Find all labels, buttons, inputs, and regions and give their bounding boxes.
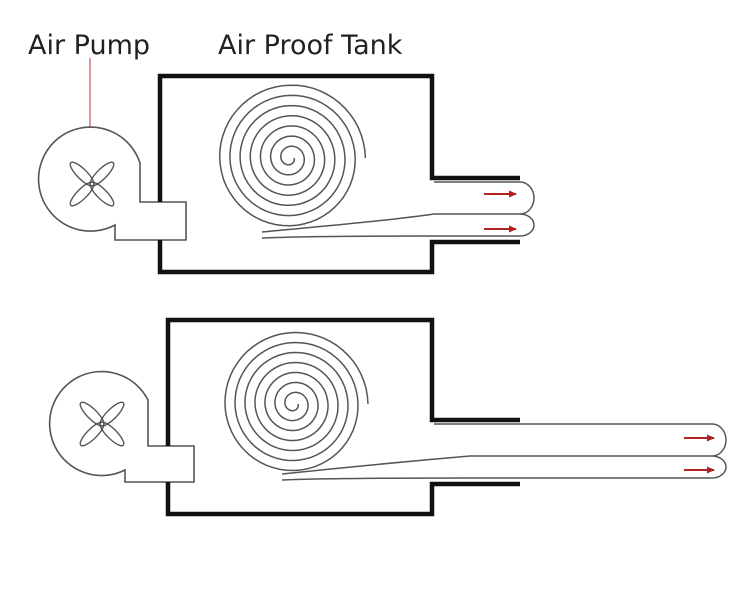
bottom-diagram	[48, 317, 727, 517]
bottom-inflatable-tube	[281, 423, 727, 481]
air-proof-tank-label: Air Proof Tank	[218, 30, 403, 61]
bottom-tank-wall	[165, 317, 520, 517]
air-pump-label: Air Pump	[28, 30, 151, 61]
bottom-fan-icon	[79, 401, 125, 447]
top-fan-icon	[69, 161, 115, 207]
bottom-coiled-tube-spiral	[224, 331, 369, 472]
top-inflatable-tube	[261, 181, 535, 239]
bottom-air-pump-housing	[48, 370, 195, 483]
top-coiled-tube-spiral	[218, 84, 367, 227]
top-air-pump-housing	[37, 126, 187, 241]
top-diagram	[37, 73, 535, 275]
top-tank-wall	[157, 73, 520, 275]
